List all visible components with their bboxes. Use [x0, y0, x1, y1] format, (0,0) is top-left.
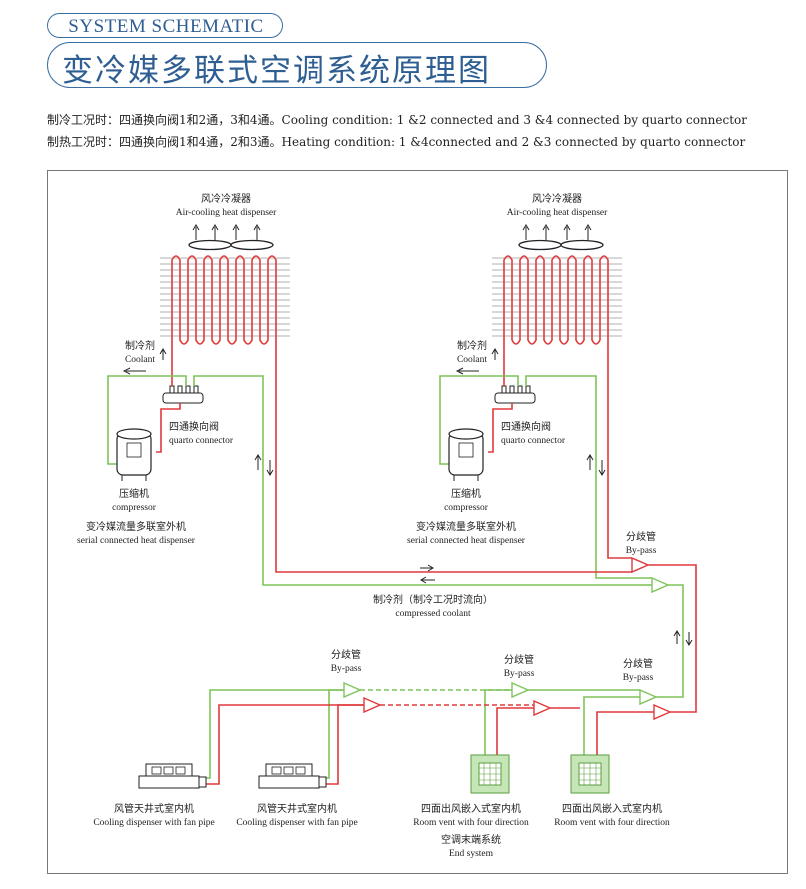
- compressed-coolant-label-cn: 制冷剂（制冷工况时流向）: [373, 593, 493, 606]
- bypass-top-right: [631, 556, 697, 713]
- end-system-label-en: End system: [449, 849, 494, 859]
- heating-condition-text: 制热工况时：四通换向阀1和4通，2和3通。Heating condition: …: [47, 135, 746, 149]
- valve-label-cn: 四通换向阀: [501, 420, 551, 433]
- fan-icon: [518, 239, 562, 251]
- bypass-indoor-middle: [484, 681, 640, 755]
- coolant-label-cn: 制冷剂: [457, 339, 487, 352]
- condenser-label-en: Air-cooling heat dispenser: [176, 208, 277, 218]
- compressor-label-en: compressor: [444, 503, 489, 513]
- section-label-pill: SYSTEM SCHEMATIC: [47, 13, 283, 38]
- coolant-label-cn: 制冷剂: [125, 339, 155, 352]
- bypass-indoor-right: [583, 688, 672, 755]
- title-pill: 变冷媒多联式空调系统原理图: [47, 42, 547, 89]
- bypass-label-cn: 分歧管: [504, 653, 534, 666]
- cooling-condition-text: 制冷工况时：四通换向阀1和2通，3和4通。Cooling condition: …: [47, 113, 748, 127]
- compressed-coolant-label-en: compressed coolant: [395, 609, 471, 619]
- compressor-icon: [448, 428, 484, 481]
- condenser-coil: [171, 255, 277, 345]
- compressor-label-cn: 压缩机: [119, 487, 149, 500]
- condenser-label-cn: 风冷冷凝器: [532, 192, 582, 205]
- outdoor-unit-label-en: serial connected heat dispenser: [77, 536, 196, 546]
- four-way-valve: [494, 392, 536, 404]
- valve-label-en: quarto connector: [169, 436, 234, 446]
- outdoor-unit-label-cn: 变冷媒流量多联室外机: [416, 520, 516, 533]
- outdoor-unit-2: [439, 224, 652, 579]
- section-label: SYSTEM SCHEMATIC: [68, 16, 264, 37]
- page-title: 变冷媒多联式空调系统原理图: [62, 53, 491, 89]
- coolant-label-en: Coolant: [457, 355, 487, 365]
- valve-label-cn: 四通换向阀: [169, 420, 219, 433]
- bypass-label-cn: 分歧管: [331, 648, 361, 661]
- compressor-label-en: compressor: [112, 503, 157, 513]
- indoor-unit-label-cn: 四面出风嵌入式室内机: [421, 802, 521, 815]
- four-way-valve: [162, 392, 204, 404]
- fan-icon: [188, 239, 232, 251]
- airflow-arrows: [192, 224, 261, 240]
- condenser-label-en: Air-cooling heat dispenser: [507, 208, 608, 218]
- bypass-label-en: By-pass: [504, 669, 535, 679]
- outdoor-unit-1: [107, 224, 640, 586]
- fan-icon: [560, 239, 604, 251]
- indoor-unit-label-cn: 四面出风嵌入式室内机: [562, 802, 662, 815]
- bypass-label-en: By-pass: [331, 664, 362, 674]
- indoor-unit-label-cn: 风管天井式室内机: [257, 802, 337, 815]
- indoor-unit-label-en: Cooling dispenser with fan pipe: [236, 817, 357, 828]
- outdoor-unit-label-cn: 变冷媒流量多联室外机: [86, 520, 186, 533]
- bypass-label-en: By-pass: [623, 673, 654, 683]
- fan-icon: [230, 239, 274, 251]
- indoor-unit-label-cn: 风管天井式室内机: [114, 802, 194, 815]
- bypass-label-cn: 分歧管: [623, 657, 653, 670]
- compressor-label-cn: 压缩机: [451, 487, 481, 500]
- ducted-indoor-unit-2: [258, 763, 327, 789]
- airflow-arrows: [522, 224, 592, 240]
- cassette-indoor-unit-2: [570, 754, 610, 794]
- indoor-unit-label-en: Cooling dispenser with fan pipe: [93, 817, 214, 828]
- indoor-unit-label-en: Room vent with four direction: [413, 817, 529, 828]
- bypass-label-en: By-pass: [626, 546, 657, 556]
- outdoor-unit-label-en: serial connected heat dispenser: [407, 536, 526, 546]
- indoor-unit-label-en: Room vent with four direction: [554, 817, 670, 828]
- compressor-icon: [116, 428, 152, 481]
- diagram-frame: [47, 170, 788, 874]
- valve-label-en: quarto connector: [501, 436, 566, 446]
- condenser-coil: [503, 255, 609, 345]
- end-system-label-cn: 空调末端系统: [441, 833, 501, 846]
- coolant-label-en: Coolant: [125, 355, 155, 365]
- bypass-label-cn: 分歧管: [626, 530, 656, 543]
- cassette-indoor-unit-1: [470, 754, 510, 794]
- condenser-label-cn: 风冷冷凝器: [201, 192, 251, 205]
- ducted-indoor-unit-1: [138, 763, 207, 789]
